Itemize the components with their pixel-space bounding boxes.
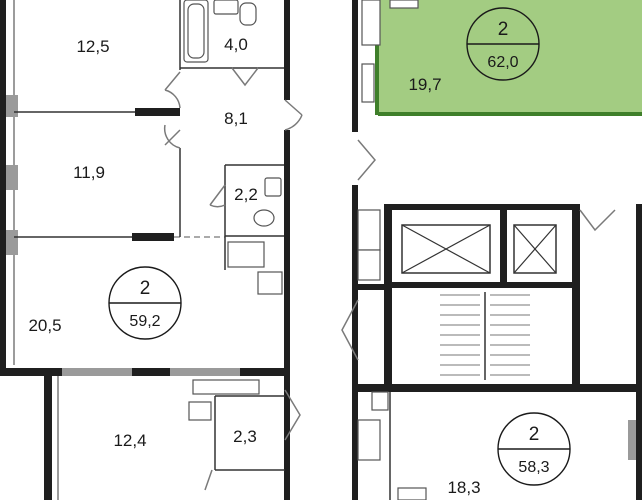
room-area-label: 4,0 [224, 35, 248, 54]
door-core-right [579, 209, 616, 232]
sink-lower-right-icon [397, 487, 427, 500]
core-wall-stub [358, 284, 390, 290]
facade-right-lower [636, 392, 642, 500]
core-wall-elev-divider [500, 204, 507, 288]
shaft-lower-icon [371, 391, 389, 411]
door-arc-1 [164, 71, 181, 109]
bathtub-inner-icon [187, 3, 205, 59]
shaft-lower-2-icon [357, 419, 381, 461]
window-left-3 [6, 230, 18, 255]
toilet-icon [239, 2, 257, 26]
wall-segment-1 [135, 108, 180, 116]
highlighted-apartment-wall-left [375, 0, 379, 115]
core-wall-left [384, 204, 392, 388]
wall-segment-2 [132, 233, 174, 241]
wall-corridor-mid [352, 185, 358, 385]
elevator-1-cross-b [401, 224, 491, 274]
door-arc-3 [284, 99, 303, 131]
wall-corridor-bottom [352, 392, 358, 500]
room-area-label: 2,2 [234, 185, 258, 204]
room-area-label: 12,4 [113, 431, 146, 450]
door-corridor-1 [357, 139, 376, 181]
shaft-1-icon [357, 209, 381, 251]
sink-icon [213, 0, 239, 15]
door-corridor-2 [341, 299, 359, 361]
badge-total-apt-bottom-right: 58,3 [518, 459, 549, 476]
elevator-2-cross-b [513, 224, 557, 274]
facade-right-mid [636, 204, 642, 384]
door-arc-lower-2 [204, 469, 213, 491]
facade-wall-left [0, 0, 6, 372]
kitchen-sink-icon [257, 271, 283, 295]
highlighted-apartment-wall [378, 112, 642, 116]
door-arc-2 [163, 124, 181, 149]
room-area-label: 20,5 [28, 316, 61, 335]
wall-bottom-left [0, 368, 290, 376]
sink-top-icon [389, 0, 419, 9]
room-area-label: 12,5 [76, 37, 109, 56]
facade-wall-lower-left [44, 376, 52, 500]
wc-sink-icon [264, 177, 282, 197]
door-arc-lower [284, 389, 301, 441]
shaft-2-icon [357, 249, 381, 281]
wall-right-left-apt-top [284, 0, 290, 100]
closet-top-icon [361, 0, 381, 46]
shaft-top-icon [361, 63, 375, 103]
door-arc-5 [231, 67, 259, 87]
core-wall-mid [384, 282, 580, 288]
room-area-label: 11,9 [73, 163, 105, 182]
door-arc-4 [209, 184, 226, 208]
bath-lower-icon [192, 379, 260, 395]
washer-icon [227, 241, 265, 268]
core-wall-top [384, 204, 579, 210]
badge-total-apt-top-right: 62,0 [487, 54, 518, 71]
core-wall-right [572, 204, 580, 388]
window-left-2 [6, 165, 18, 190]
room-area-label: 19,7 [408, 75, 441, 94]
room-area-label: 2,3 [233, 427, 257, 446]
room-area-label: 18,3 [447, 478, 480, 497]
window-bottom-2 [170, 368, 240, 376]
window-right-lower [628, 420, 636, 460]
wall-corridor-top [352, 0, 358, 132]
stairs-icon [440, 292, 530, 380]
badge-rooms-apt-left: 2 [140, 278, 151, 299]
elevator-2-icon [513, 224, 557, 274]
window-left-1 [6, 95, 18, 117]
elevator-1-icon [401, 224, 491, 274]
highlighted-apartment-area[interactable] [378, 0, 642, 114]
core-wall-bottom [352, 384, 642, 392]
room-area-label: 8,1 [224, 109, 248, 128]
sink-lower-icon [188, 401, 212, 421]
wall-right-left-apt [284, 130, 290, 370]
badge-rooms-apt-bottom-right: 2 [529, 424, 540, 445]
wc-toilet-icon [253, 209, 275, 227]
badge-total-apt-left: 59,2 [129, 313, 160, 330]
badge-rooms-apt-top-right: 2 [498, 19, 509, 40]
window-bottom-1 [62, 368, 132, 376]
